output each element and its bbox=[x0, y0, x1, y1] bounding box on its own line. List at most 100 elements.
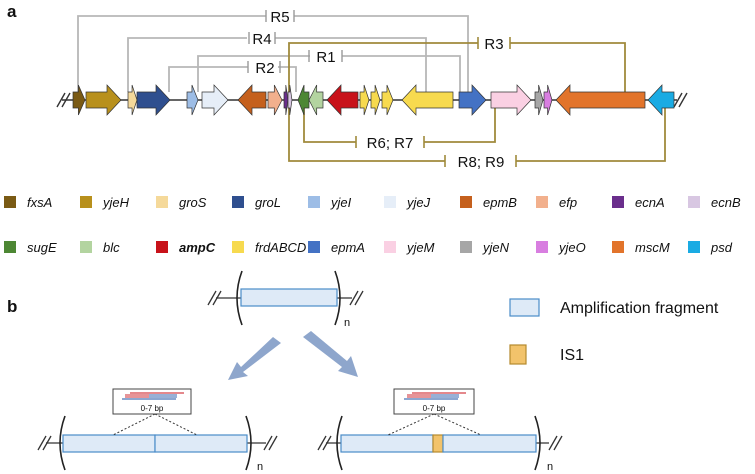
grey-bracket-ticks bbox=[247, 10, 343, 73]
break-icon bbox=[548, 435, 563, 451]
legend-label-fxsa: fxsA bbox=[27, 195, 52, 210]
legend-swatch-blc bbox=[80, 241, 92, 253]
legend-label-ampc: ampC bbox=[179, 240, 216, 255]
legend-swatch-gros bbox=[156, 196, 168, 208]
panel-b-original: n bbox=[207, 270, 364, 329]
bracket-r2 bbox=[168, 66, 297, 92]
gene-arrow-frdabcd bbox=[359, 84, 370, 116]
r1-gap bbox=[310, 48, 342, 65]
bracket-right bbox=[534, 415, 541, 471]
zoom-line-right bbox=[154, 413, 198, 436]
region-label-r3: R3 bbox=[484, 36, 503, 53]
repeat-n: n bbox=[344, 317, 350, 329]
bracket-r3 bbox=[288, 42, 626, 92]
gene-arrow-yjei bbox=[186, 84, 199, 116]
legend-label-efp: efp bbox=[559, 195, 577, 210]
fragment-box-1 bbox=[340, 434, 434, 453]
gene-arrow-epma bbox=[458, 84, 487, 116]
zoom-line-right bbox=[433, 413, 482, 436]
panel-label-a: a bbox=[7, 2, 17, 21]
legend-label-epma: epmA bbox=[331, 240, 365, 255]
junction-label: 0-7 bp bbox=[423, 404, 446, 413]
break-icon bbox=[263, 435, 278, 451]
zoom-line-left bbox=[387, 413, 435, 436]
legend-fragment-label: Amplification fragment bbox=[560, 300, 719, 317]
region-brackets-olive bbox=[288, 42, 666, 162]
gene-arrow-frdabcd bbox=[381, 84, 394, 116]
gene-arrow-fxsa bbox=[72, 84, 86, 116]
bracket-r5 bbox=[77, 15, 469, 92]
gene-arrow-ampc bbox=[326, 84, 359, 116]
gene-arrow-yjeh bbox=[85, 84, 122, 116]
legend-label-yjei: yjeI bbox=[330, 195, 352, 210]
gene-arrow-yjeo bbox=[543, 84, 553, 116]
panel-b-right: 0-7 bp n bbox=[317, 388, 563, 473]
bracket-r8r9 bbox=[288, 108, 666, 162]
legend-label-yjeo: yjeO bbox=[558, 240, 586, 255]
region-label-r4: R4 bbox=[252, 31, 271, 48]
arrow-left-icon bbox=[228, 337, 281, 380]
bracket-r4 bbox=[127, 37, 427, 92]
legend-swatch-ecna bbox=[612, 196, 624, 208]
arrow-right-icon bbox=[303, 331, 358, 377]
break-icon bbox=[317, 435, 332, 451]
gene-arrow-epmb bbox=[237, 84, 267, 116]
legend-swatch-epmb bbox=[460, 196, 472, 208]
r5-gap bbox=[266, 8, 294, 25]
panel-label-b: b bbox=[7, 297, 17, 316]
zoom-line-left bbox=[112, 413, 156, 436]
gene-arrow-gros bbox=[127, 84, 138, 116]
legend-swatch-yjen bbox=[460, 241, 472, 253]
bracket-right bbox=[334, 270, 341, 326]
r2-gap bbox=[248, 59, 278, 76]
legend-is1-label: IS1 bbox=[560, 347, 584, 364]
legend-label-epmb: epmB bbox=[483, 195, 517, 210]
legend-label-frdabcd: frdABCD bbox=[255, 240, 306, 255]
break-icon bbox=[207, 290, 222, 306]
legend-swatch-yjeh bbox=[80, 196, 92, 208]
junction-label: 0-7 bp bbox=[141, 404, 164, 413]
legend-swatch-yjem bbox=[384, 241, 396, 253]
legend-swatch-fxsa bbox=[4, 196, 16, 208]
gene-map bbox=[72, 84, 675, 116]
break-icon bbox=[37, 435, 52, 451]
break-icon bbox=[349, 290, 364, 306]
legend-swatch-grol bbox=[232, 196, 244, 208]
fragment-box-2 bbox=[154, 434, 248, 453]
region-label-r1: R1 bbox=[316, 49, 335, 66]
legend-label-psd: psd bbox=[710, 240, 733, 255]
gene-arrow-suge bbox=[297, 84, 310, 116]
legend-swatch-epma bbox=[308, 241, 320, 253]
legend-label-blc: blc bbox=[103, 240, 120, 255]
bracket-left bbox=[236, 270, 243, 326]
legend-swatch-yjei bbox=[308, 196, 320, 208]
legend-label-mscm: mscM bbox=[635, 240, 670, 255]
region-label-r5: R5 bbox=[270, 9, 289, 26]
legend-label-suge: sugE bbox=[27, 240, 57, 255]
gene-arrow-frdabcd bbox=[370, 84, 381, 116]
region-label-r2: R2 bbox=[255, 60, 274, 77]
junction-sequence-icon bbox=[122, 392, 184, 400]
legend-swatch-yjej bbox=[384, 196, 396, 208]
legend-label-yjem: yjeM bbox=[406, 240, 435, 255]
gene-arrow-frdabcd bbox=[401, 84, 454, 116]
is1-box bbox=[432, 434, 444, 453]
region-label-r6r7: R6; R7 bbox=[367, 135, 414, 152]
bracket-r6r7 bbox=[303, 108, 496, 143]
legend-swatch-psd bbox=[688, 241, 700, 253]
region-brackets-grey bbox=[77, 15, 469, 92]
fragment-box bbox=[240, 288, 338, 307]
legend-fragment-swatch bbox=[509, 298, 540, 317]
gene-arrow-yjem bbox=[490, 84, 532, 116]
gene-arrow-ecna bbox=[283, 84, 289, 116]
r4-gap bbox=[247, 30, 275, 47]
fragment-box-2 bbox=[442, 434, 537, 453]
olive-bracket-ticks bbox=[355, 37, 517, 167]
legend-swatch-efp bbox=[536, 196, 548, 208]
panel-b-legend: Amplification fragment IS1 bbox=[509, 298, 719, 365]
gene-arrow-psd bbox=[647, 84, 675, 116]
panel-b-left: 0-7 bp n bbox=[37, 388, 278, 473]
legend-label-gros: groS bbox=[179, 195, 207, 210]
